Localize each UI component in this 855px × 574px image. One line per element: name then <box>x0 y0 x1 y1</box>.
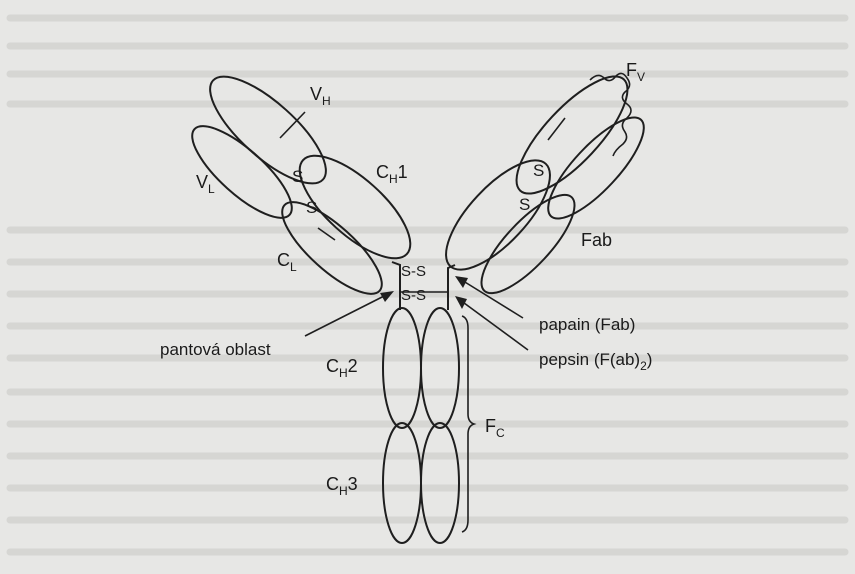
hinge-ss-top: S-S <box>401 263 426 280</box>
hinge-ss-bottom: S-S <box>401 287 426 304</box>
label-papain: papain (Fab) <box>539 315 635 334</box>
label-fab: Fab <box>581 230 612 250</box>
disulfide-s-right-2: S <box>519 195 530 214</box>
disulfide-s-right-1: S <box>533 161 544 180</box>
label-hinge-region: pantová oblast <box>160 340 271 359</box>
disulfide-s-left-1: S <box>292 167 303 186</box>
disulfide-s-left-2: S <box>306 198 317 217</box>
